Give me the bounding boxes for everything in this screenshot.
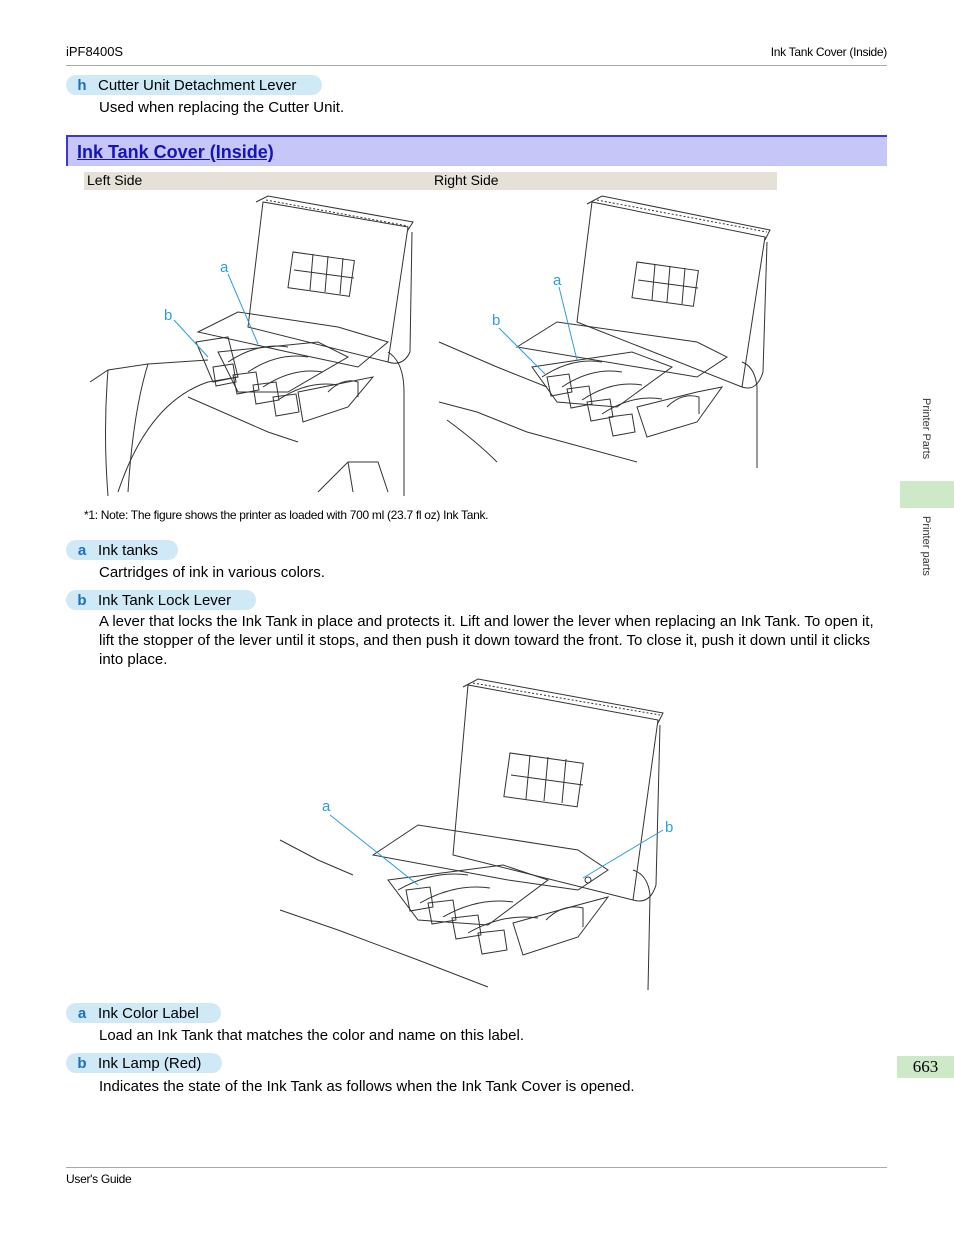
item-name: Ink Color Label: [98, 1004, 199, 1022]
figure-right-side: a b: [437, 192, 777, 468]
item-letter: a: [77, 541, 87, 559]
item-a-tag: a Ink tanks: [66, 540, 178, 560]
item-b2-desc: Indicates the state of the Ink Tank as f…: [99, 1078, 635, 1095]
sidebar-highlight: [900, 481, 954, 508]
figure-ink-tank-cover: a b: [278, 675, 678, 990]
item-h-tag: h Cutter Unit Detachment Lever: [66, 75, 322, 95]
callout-b: b: [492, 312, 500, 329]
header-section: Ink Tank Cover (Inside): [770, 45, 888, 59]
callout-b: b: [665, 819, 673, 836]
sidebar-label-top[interactable]: Printer Parts: [920, 398, 932, 460]
item-a2-desc: Load an Ink Tank that matches the color …: [99, 1027, 524, 1044]
item-name: Cutter Unit Detachment Lever: [98, 76, 297, 94]
figure-note: *1: Note: The figure shows the printer a…: [84, 508, 489, 522]
item-letter: b: [77, 591, 87, 609]
callout-a: a: [220, 259, 229, 276]
item-name: Ink tanks: [98, 541, 159, 559]
column-head-left: Left Side: [84, 172, 431, 190]
item-h-desc: Used when replacing the Cutter Unit.: [99, 99, 345, 116]
item-name: Ink Lamp (Red): [98, 1054, 202, 1072]
item-name: Ink Tank Lock Lever: [98, 591, 232, 609]
callout-b: b: [164, 307, 172, 324]
column-head-right: Right Side: [431, 172, 777, 190]
footer-guide: User's Guide: [66, 1172, 132, 1186]
item-letter: a: [77, 1004, 87, 1022]
item-a-desc: Cartridges of ink in various colors.: [99, 564, 325, 581]
item-letter: h: [77, 76, 87, 94]
footer-rule: [66, 1167, 887, 1168]
item-b2-tag: b Ink Lamp (Red): [66, 1053, 222, 1073]
header-model: iPF8400S: [66, 44, 124, 59]
section-title: Ink Tank Cover (Inside): [77, 142, 274, 162]
item-letter: b: [77, 1054, 87, 1072]
item-a2-tag: a Ink Color Label: [66, 1003, 221, 1023]
section-heading-bar: Ink Tank Cover (Inside): [66, 135, 887, 166]
item-b-tag: b Ink Tank Lock Lever: [66, 590, 256, 610]
header-rule: [66, 65, 887, 66]
callout-a: a: [553, 272, 562, 289]
callout-a: a: [322, 798, 331, 815]
figure-left-side: a b: [88, 192, 428, 498]
item-b-desc: A lever that locks the Ink Tank in place…: [99, 613, 874, 668]
sidebar-label-bottom[interactable]: Printer parts: [920, 516, 932, 576]
page-number: 663: [897, 1056, 954, 1078]
